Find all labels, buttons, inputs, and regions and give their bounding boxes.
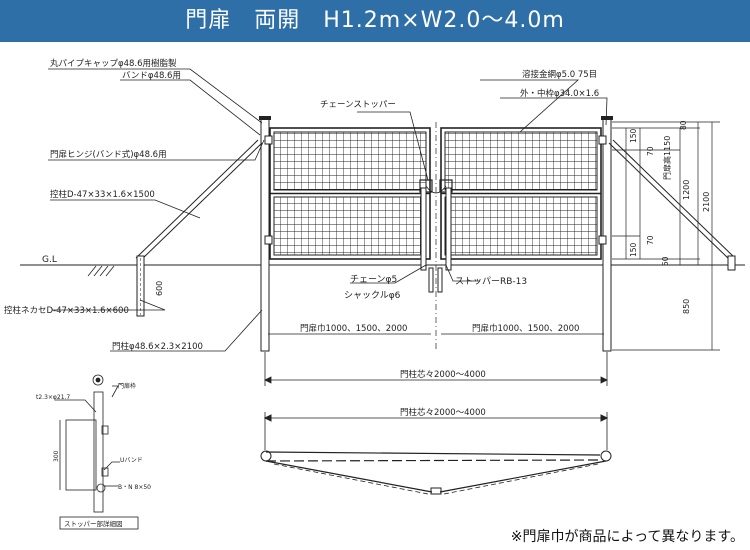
- mesh-label: 溶接金網φ5.0 75目: [522, 69, 597, 80]
- center-distance-front: 門柱芯々2000〜4000: [400, 369, 486, 380]
- stopper-detail: [55, 374, 120, 513]
- brace-anchor-label: 控柱ネカセD-47×33×1.6×600: [4, 305, 129, 316]
- chain-label: チェーンφ5: [350, 274, 397, 285]
- right-brace: [608, 139, 736, 271]
- center-distance-plan: 門柱芯々2000〜4000: [400, 407, 486, 418]
- front-width-dimensions: [264, 333, 608, 386]
- hinges: [264, 135, 607, 245]
- plan-view: [260, 412, 612, 495]
- post-label: 門柱φ48.6×2.3×2100: [112, 341, 203, 352]
- right-gate-post: [601, 116, 613, 352]
- dim-150-bottom: 150: [629, 242, 638, 257]
- dim-1200: 1200: [682, 180, 691, 200]
- depth-600-label: 600: [155, 281, 164, 296]
- vertical-dimension-lines: [612, 121, 720, 351]
- gate-drawing: 丸パイプキャップφ48.6用樹脂製 バンドφ48.6用 門扉ヒンジ(バンド式)φ…: [4, 58, 745, 530]
- left-gate-leaf: [269, 127, 431, 260]
- hinge-label: 門扉ヒンジ(バンド式)φ48.6用: [50, 149, 167, 160]
- page-title: 門扉 両開 H1.2m×W2.0〜4.0m: [185, 8, 565, 33]
- leaf-width-left: 門扉巾1000、1500、2000: [300, 323, 407, 334]
- leader-lines: [48, 68, 608, 352]
- detail-frame-label: 門扉枠: [118, 382, 136, 390]
- frame-label: 外・中枠φ34.0×1.6: [520, 88, 599, 99]
- dim-50-bottom: 50: [661, 256, 670, 266]
- dim-70-bottom: 70: [646, 235, 655, 245]
- detail-bolt-label: B・N 8×50: [118, 484, 151, 491]
- dim-2100: 2100: [702, 192, 711, 212]
- dim-70-top: 70: [646, 146, 655, 156]
- shackle-label: シャックルφ6: [344, 290, 401, 301]
- gate-height-label: 門扉高1150: [662, 136, 672, 180]
- dim-850: 850: [682, 299, 691, 314]
- detail-height-label: 300: [53, 450, 60, 462]
- left-gate-post: [259, 116, 271, 352]
- brace-label: 控柱D-47×33×1.6×1500: [50, 189, 155, 200]
- dim-80-top: 80: [679, 120, 688, 130]
- right-gate-leaf: [440, 127, 602, 260]
- footer-note: ※門扉巾が商品によって異なります。: [510, 529, 744, 545]
- leaf-width-right: 門扉巾1000、1500、2000: [472, 323, 579, 334]
- detail-uband-label: Uバンド: [120, 457, 143, 464]
- detail-caption-box: [59, 516, 139, 530]
- dim-150-top: 150: [629, 128, 638, 143]
- stopper-label: ストッパーRB-13: [455, 276, 527, 287]
- detail-pipe-label: t2.3×φ21.7: [36, 394, 70, 401]
- title-bar: [0, 0, 750, 42]
- band-label: バンドφ48.6用: [122, 71, 181, 81]
- centre-stopper-assembly: [419, 122, 453, 352]
- gl-label: G.L: [42, 255, 57, 265]
- chain-stopper-label: チェーンストッパー: [320, 100, 396, 110]
- detail-caption: ストッパー部詳細図: [64, 519, 123, 528]
- cap-label: 丸パイプキャップφ48.6用樹脂製: [50, 58, 177, 69]
